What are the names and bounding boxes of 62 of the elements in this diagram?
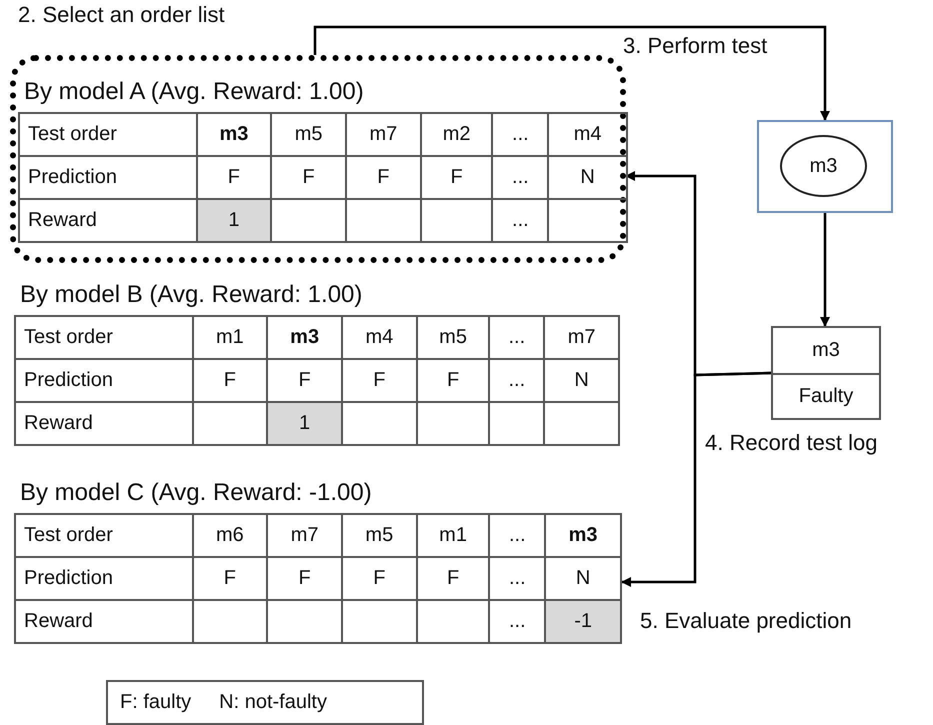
row-header: Test order bbox=[19, 113, 197, 156]
row-header: Prediction bbox=[15, 359, 193, 402]
table-cell: m5 bbox=[271, 113, 346, 156]
log-cell: Faulty bbox=[773, 373, 879, 418]
table-cell: F bbox=[192, 359, 268, 402]
table-cell: ... bbox=[489, 359, 544, 402]
table-cell: m1 bbox=[192, 316, 268, 359]
table-cell: m6 bbox=[192, 514, 268, 557]
selection-outline bbox=[10, 55, 626, 263]
legend-text: F: faulty bbox=[120, 691, 192, 714]
table-cell: m5 bbox=[342, 514, 417, 557]
table-cell: ... bbox=[489, 557, 546, 600]
legend-text: N: not-faulty bbox=[219, 691, 327, 714]
table-cell: F bbox=[342, 359, 417, 402]
key-box bbox=[106, 680, 424, 725]
highlighted-cell: 1 bbox=[267, 402, 342, 445]
table-heading: By model C (Avg. Reward: -1.00) bbox=[20, 479, 372, 507]
table-heading: By model A (Avg. Reward: 1.00) bbox=[24, 78, 364, 106]
table-cell: N bbox=[548, 156, 627, 199]
row-header: Prediction bbox=[15, 557, 193, 600]
table-cell: m2 bbox=[420, 113, 492, 156]
table-cell: m7 bbox=[544, 316, 619, 359]
table-cell: ... bbox=[489, 514, 546, 557]
table-cell: F bbox=[346, 156, 421, 199]
table-cell: F bbox=[192, 557, 268, 600]
table-cell: m7 bbox=[346, 113, 421, 156]
row-header: Test order bbox=[15, 514, 193, 557]
table-heading: By model B (Avg. Reward: 1.00) bbox=[20, 281, 362, 309]
row-header: Test order bbox=[15, 316, 193, 359]
test-station-box bbox=[757, 120, 893, 213]
highlighted-cell: 1 bbox=[196, 199, 272, 242]
row-header: Prediction bbox=[19, 156, 197, 199]
table-cell: m4 bbox=[548, 113, 627, 156]
table-cell: ... bbox=[492, 156, 548, 199]
row-header: Reward bbox=[15, 402, 193, 445]
highlighted-cell: -1 bbox=[545, 600, 621, 643]
arrow bbox=[314, 26, 830, 121]
table-cell: ... bbox=[489, 316, 544, 359]
table-cell: m3 bbox=[545, 514, 621, 557]
step-label: 4. Record test log bbox=[705, 430, 878, 456]
table-cell: F bbox=[420, 156, 492, 199]
row-header: Reward bbox=[15, 600, 193, 643]
table-cell: m3 bbox=[267, 316, 342, 359]
log-cell-text: m3 bbox=[811, 338, 841, 363]
table-cell: F bbox=[342, 557, 417, 600]
table-cell: m5 bbox=[416, 316, 490, 359]
table-cell: F bbox=[267, 557, 342, 600]
table-cell: F bbox=[271, 156, 346, 199]
row-header: Reward bbox=[19, 199, 197, 242]
table-cell: F bbox=[416, 359, 490, 402]
table-cell: ... bbox=[492, 199, 548, 242]
table-cell: ... bbox=[492, 113, 548, 156]
step-label: 2. Select an order list bbox=[18, 2, 225, 28]
table-cell: m1 bbox=[416, 514, 490, 557]
table-cell: m7 bbox=[267, 514, 342, 557]
arrow bbox=[621, 372, 772, 587]
arrow bbox=[820, 213, 830, 327]
table-cell: m3 bbox=[196, 113, 272, 156]
module-ellipse: m3 bbox=[780, 135, 867, 197]
table-cell: m4 bbox=[342, 316, 417, 359]
table-cell: N bbox=[544, 359, 619, 402]
table-cell: F bbox=[416, 557, 490, 600]
